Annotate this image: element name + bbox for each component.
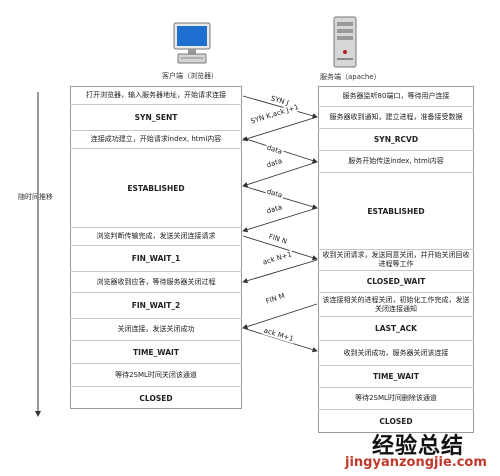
server-column bbox=[318, 86, 474, 433]
watermark-sub: jingyanzongjie.com bbox=[345, 455, 487, 470]
client-state-row-1: 打开浏览器，输入服务器地址，开始请求连接 bbox=[86, 90, 226, 99]
client-state-row-4: ESTABLISHED bbox=[70, 148, 242, 227]
client-state-row-2: SYN_SENT bbox=[70, 104, 242, 130]
message-arrow-4 bbox=[242, 161, 318, 188]
message-arrow-7 bbox=[242, 235, 318, 261]
server-state-row-7: CLOSED_WAIT bbox=[318, 270, 474, 292]
client-label: 客户端（浏览器） bbox=[162, 72, 218, 80]
server-state-row-4: 服务开始传送index, html内容 bbox=[318, 150, 474, 172]
client-state-row-3: 连接成功建立，开始请求index, html内容 bbox=[70, 130, 242, 148]
server-state-row-10: 收到关闭成功，服务器关闭该连接 bbox=[318, 340, 474, 365]
client-state-row-6: FIN_WAIT_1 bbox=[70, 245, 242, 271]
server-state-row-12: 等待2SML时间删除该通道 bbox=[318, 387, 474, 409]
client-state-row-9: 关闭连接，发送关闭成功 bbox=[70, 318, 242, 340]
client-state-row-8: FIN_WAIT_2 bbox=[70, 292, 242, 318]
server-state-row-13: CLOSED bbox=[318, 409, 474, 433]
server-state-row-11: TIME_WAIT bbox=[318, 365, 474, 387]
message-arrow-2 bbox=[242, 116, 318, 142]
server-state-row-3: SYN_RCVD bbox=[318, 128, 474, 150]
server-state-row-8: 该连接相关的进程关闭，初始化工作完成，发送关闭连接通知 bbox=[318, 292, 474, 316]
client-column bbox=[70, 86, 242, 409]
client-state-row-5: 浏览判断传输完成，发送关闭连接请求 bbox=[70, 227, 242, 245]
message-arrow-1 bbox=[242, 95, 318, 119]
server-state-row-9: LAST_ACK bbox=[318, 316, 474, 340]
client-state-row-11: 等待2SML时间关闭该通道 bbox=[70, 363, 242, 386]
server-tower-icon bbox=[333, 16, 357, 68]
client-state-row-10: TIME_WAIT bbox=[70, 340, 242, 363]
timeline-label: 随时间推移 bbox=[18, 193, 53, 201]
client-state-row-12: CLOSED bbox=[70, 386, 242, 409]
server-state-row-2: 服务器收到通知，建立进程，准备接受数据 bbox=[318, 106, 474, 128]
client-computer-icon bbox=[172, 22, 212, 66]
message-arrow-8 bbox=[242, 259, 318, 284]
server-state-row-5: ESTABLISHED bbox=[318, 172, 474, 249]
server-label: 服务端（apache） bbox=[320, 73, 381, 81]
server-state-row-6: 收到关闭请求，发送同意关闭，并开始关闭回收进程等工作 bbox=[318, 249, 474, 270]
server-state-row-1: 服务器监听80端口，等待用户连接 bbox=[342, 91, 450, 100]
watermark-main: 经验总结 bbox=[372, 434, 465, 459]
message-arrow-6 bbox=[242, 207, 318, 233]
client-state-row-7: 浏览器收到应答，等待服务器关闭过程 bbox=[70, 271, 242, 292]
message-arrow-9 bbox=[242, 303, 318, 330]
